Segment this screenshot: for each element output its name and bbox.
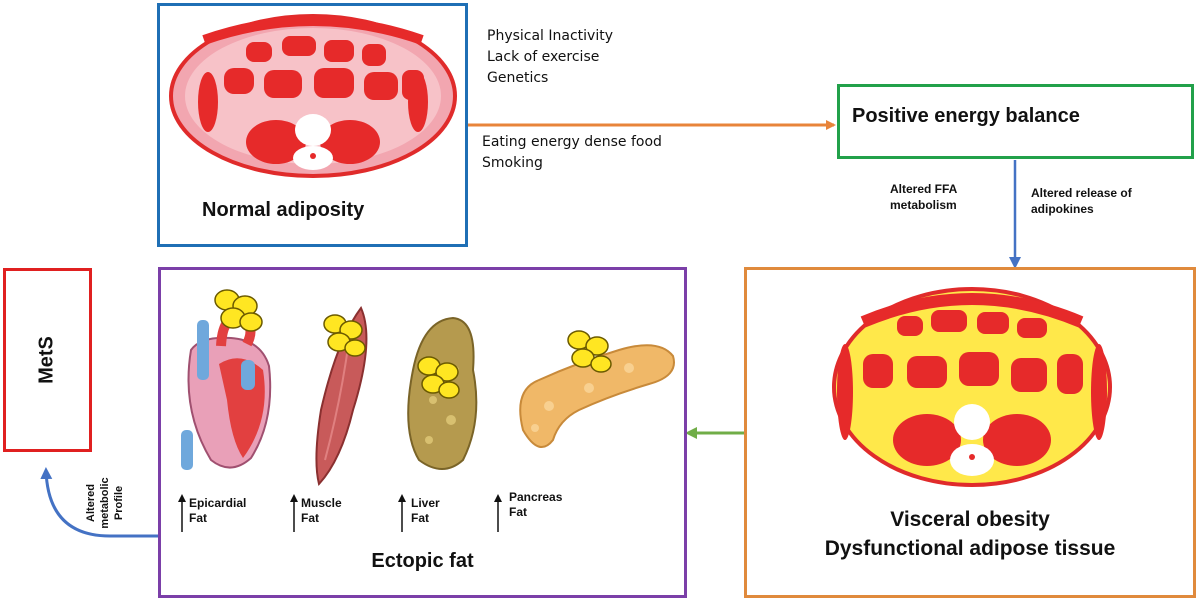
organ-label-line: Pancreas bbox=[509, 490, 563, 504]
altered-metabolic-profile-label: Altered metabolic Profile bbox=[84, 477, 126, 528]
mechanism-adipokines-line1: Altered release of bbox=[1031, 186, 1132, 200]
cause-item: Lack of exercise bbox=[487, 49, 600, 65]
dysfunctional-adipose-label: Dysfunctional adipose tissue bbox=[824, 537, 1116, 560]
up-arrow-icon bbox=[398, 494, 406, 532]
cause-item: Physical Inactivity bbox=[487, 28, 614, 44]
ectopic-fat-box: Epicardial Fat Muscle Fat Liver Fat Panc… bbox=[158, 267, 687, 598]
organ-label-line: Fat bbox=[411, 511, 429, 525]
mechanism-adipokines-line2: adipokines bbox=[1031, 202, 1094, 216]
mechanism-ffa: Altered FFA metabolism bbox=[890, 181, 957, 213]
cause-item: Genetics bbox=[487, 70, 549, 86]
cause-item: Eating energy dense food bbox=[482, 134, 662, 150]
organ-label-muscle: Muscle Fat bbox=[301, 496, 342, 526]
positive-energy-balance-box: Positive energy balance bbox=[837, 84, 1194, 159]
altered-profile-line: Altered bbox=[85, 484, 97, 522]
positive-energy-balance-label: Positive energy balance bbox=[852, 105, 1080, 127]
ectopic-fat-label: Ectopic fat bbox=[371, 550, 474, 572]
up-arrow-icon bbox=[494, 494, 502, 532]
normal-adiposity-label: Normal adiposity bbox=[202, 199, 365, 221]
heart-illustration bbox=[181, 289, 272, 470]
visceral-obesity-box: Visceral obesity Dysfunctional adipose t… bbox=[744, 267, 1196, 598]
pancreas-illustration bbox=[519, 330, 675, 449]
altered-profile-line: Profile bbox=[113, 485, 125, 521]
mechanism-adipokines: Altered release of adipokines bbox=[1031, 185, 1132, 217]
up-arrow-icon bbox=[290, 494, 298, 532]
organ-label-pancreas: Pancreas Fat bbox=[509, 490, 562, 520]
causes-bottom-list: Eating energy dense food Smoking bbox=[482, 132, 662, 174]
organ-label-line: Epicardial bbox=[189, 496, 247, 510]
fat-cluster-icon bbox=[323, 314, 366, 357]
organ-label-line: Liver bbox=[411, 496, 440, 510]
fat-cluster-icon bbox=[417, 356, 460, 399]
cause-item: Smoking bbox=[482, 155, 543, 171]
organ-label-epicardial: Epicardial Fat bbox=[189, 496, 246, 526]
arrow-ectopic-to-mets bbox=[40, 467, 158, 538]
altered-profile-line: metabolic bbox=[99, 477, 111, 529]
organ-label-line: Fat bbox=[189, 511, 207, 525]
muscle-illustration bbox=[315, 306, 368, 487]
normal-adiposity-box: Normal adiposity bbox=[157, 3, 468, 247]
mechanism-ffa-line2: metabolism bbox=[890, 198, 957, 212]
mets-box: MetS bbox=[3, 268, 92, 452]
mechanism-ffa-line1: Altered FFA bbox=[890, 182, 958, 196]
up-arrow-icon bbox=[178, 494, 186, 532]
fat-cluster-icon bbox=[567, 330, 612, 373]
organ-label-liver: Liver Fat bbox=[411, 496, 440, 526]
organ-label-line: Fat bbox=[301, 511, 319, 525]
organ-label-line: Muscle bbox=[301, 496, 342, 510]
organ-label-line: Fat bbox=[509, 505, 527, 519]
causes-top-list: Physical Inactivity Lack of exercise Gen… bbox=[487, 26, 613, 89]
visceral-obesity-label: Visceral obesity bbox=[890, 508, 1050, 531]
mets-label: MetS bbox=[35, 336, 58, 384]
fat-cluster-icon bbox=[214, 289, 263, 332]
liver-illustration bbox=[407, 316, 478, 470]
visceral-abdomen-illustration bbox=[832, 287, 1112, 487]
normal-abdomen-illustration bbox=[169, 14, 457, 178]
